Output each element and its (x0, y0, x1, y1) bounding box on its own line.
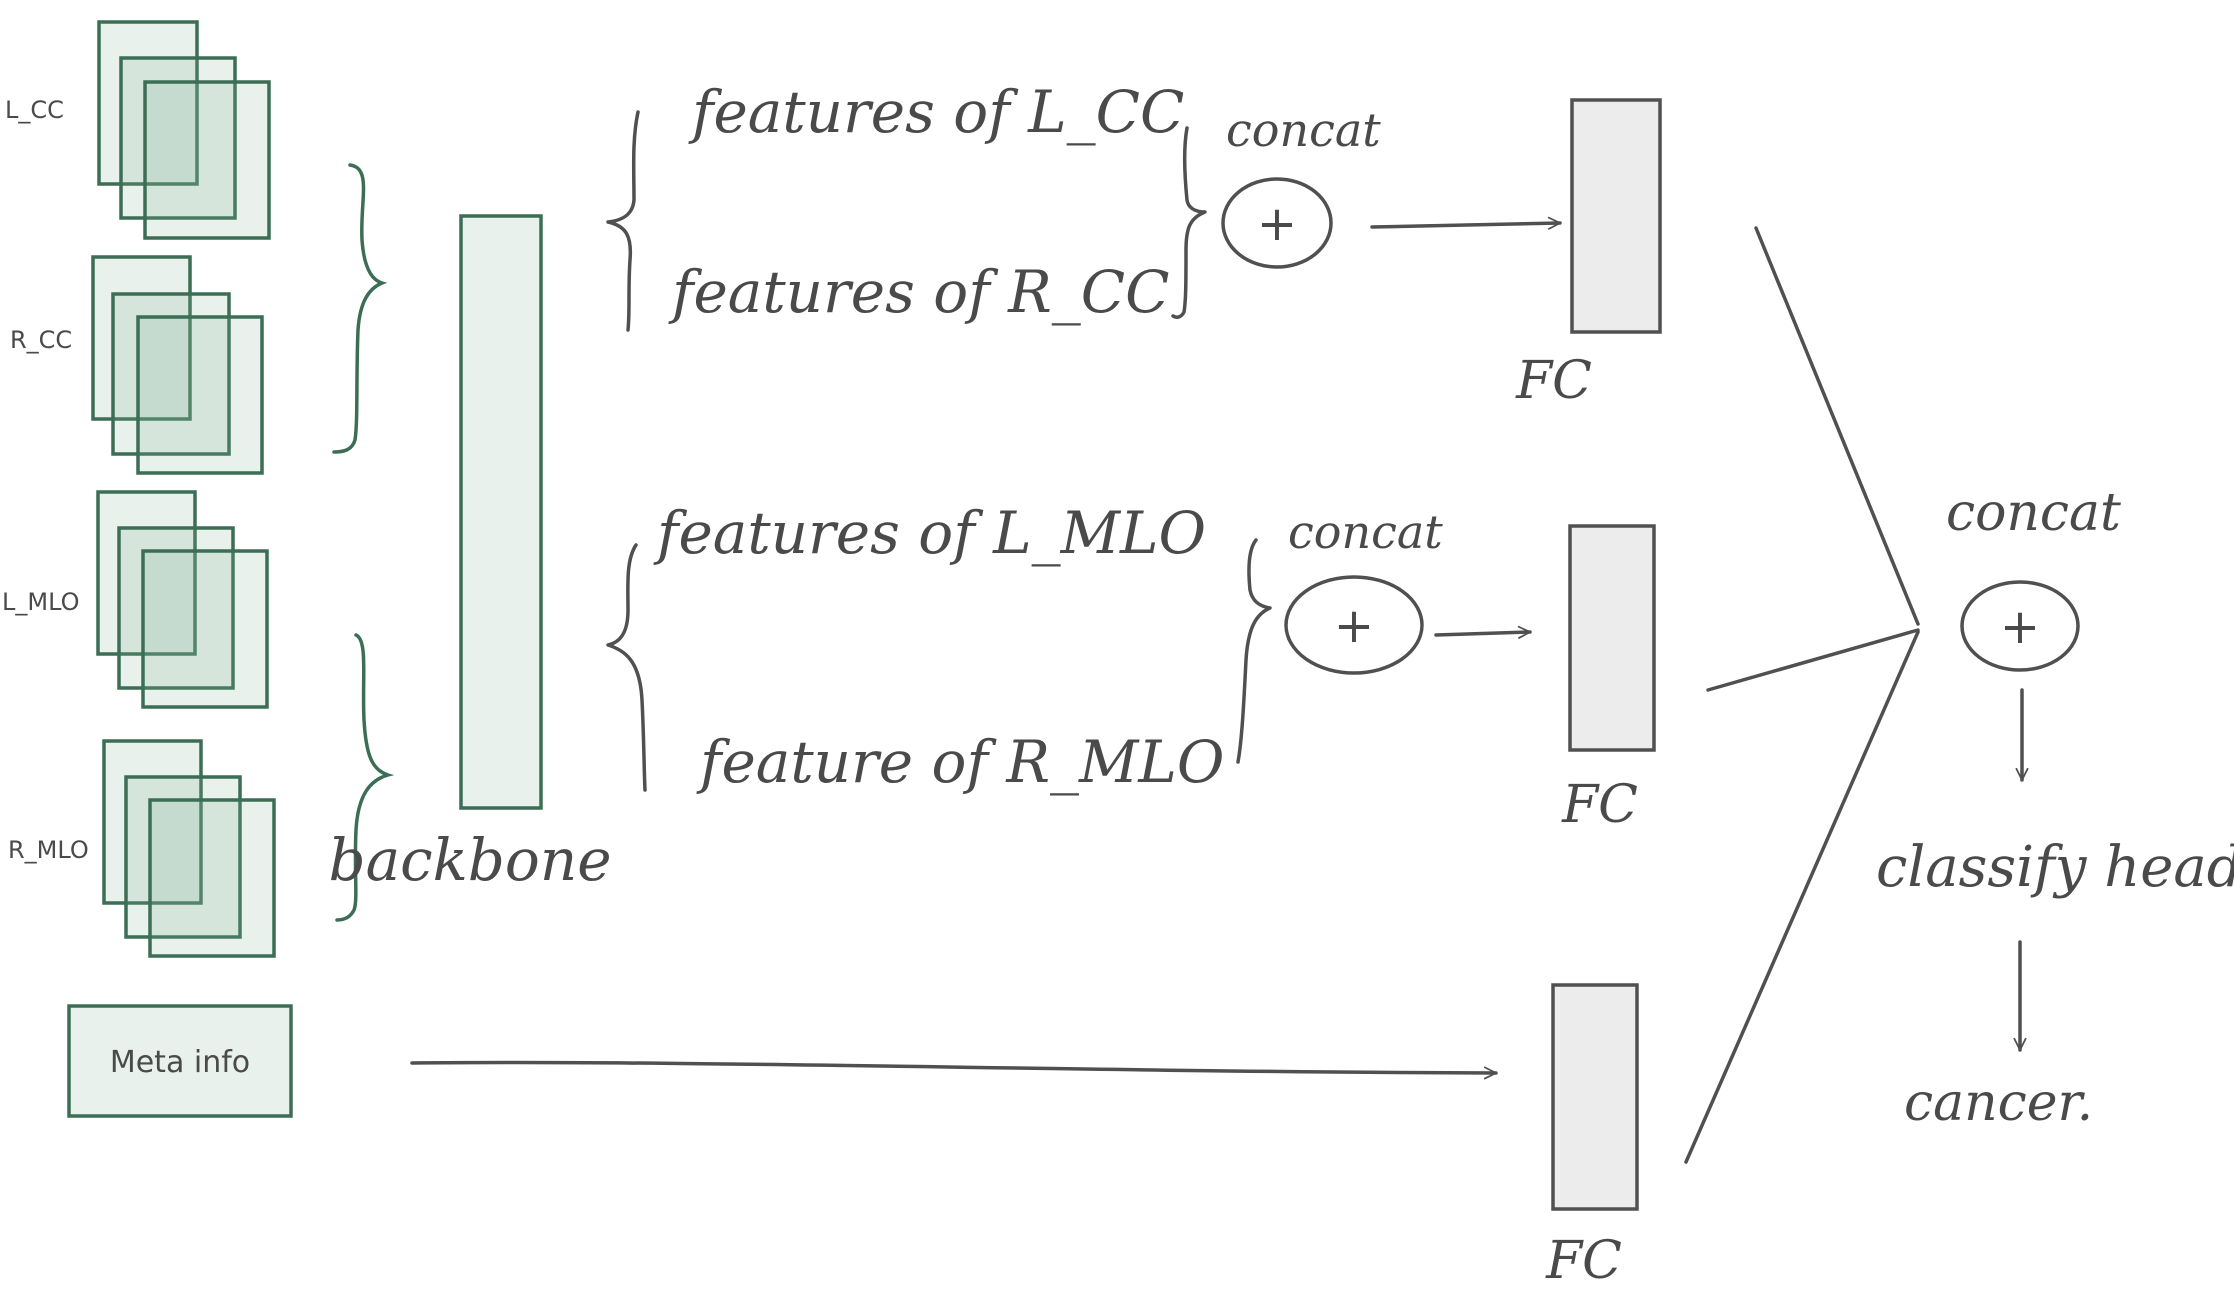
label-l-cc: L_CC (5, 96, 64, 124)
meta-info-label: Meta info (110, 1045, 250, 1080)
meta-info-box (67, 1004, 293, 1118)
cancer-output-label: cancer. (1904, 1073, 2093, 1133)
brace-concat-mlo (1236, 538, 1272, 764)
features-l-mlo-label: features of L_MLO (653, 499, 1206, 567)
brace-mlo-group (335, 633, 395, 922)
fc-block-cc (1570, 98, 1662, 334)
brace-cc-features (606, 110, 640, 332)
concat-mlo-node: + (1284, 575, 1424, 675)
input-stack-r-cc (91, 255, 264, 475)
concat-final-label: concat (1946, 483, 2121, 543)
input-stack-l-mlo (96, 490, 269, 709)
fc-meta-label: FC (1545, 1231, 1622, 1291)
line-fc-cc-to-concat (1754, 226, 1920, 626)
label-r-cc: R_CC (10, 326, 72, 354)
arrow-mlo-to-fc (1434, 632, 1532, 635)
input-stack-r-mlo (102, 739, 276, 958)
features-r-cc-label: features of R_CC (668, 258, 1170, 326)
brace-cc-group (332, 163, 388, 454)
features-l-cc-label: features of L_CC (688, 78, 1184, 146)
fc-mlo-label: FC (1561, 775, 1638, 835)
label-r-mlo: R_MLO (8, 836, 89, 864)
brace-mlo-features (606, 543, 647, 792)
line-fc-meta-to-concat (1684, 630, 1920, 1164)
backbone-label: backbone (328, 826, 611, 894)
concat-cc-node: + (1221, 177, 1333, 269)
label-l-mlo: L_MLO (2, 588, 79, 616)
arrow-cc-to-fc (1370, 223, 1562, 227)
fc-cc-label: FC (1515, 351, 1592, 411)
concat-cc-label: concat (1226, 103, 1381, 157)
fc-block-meta (1551, 983, 1639, 1211)
features-r-mlo-label: feature of R_MLO (696, 728, 1224, 796)
input-stack-l-cc (97, 20, 271, 240)
fc-block-mlo (1568, 524, 1656, 752)
line-fc-mlo-to-concat (1706, 628, 1920, 692)
concat-final-node: + (1960, 580, 2080, 672)
concat-mlo-label: concat (1288, 505, 1443, 559)
svg-text:+: + (2000, 599, 2040, 655)
classify-head-label: classify head (1876, 835, 2234, 900)
svg-text:+: + (1334, 598, 1374, 654)
svg-text:+: + (1257, 196, 1297, 252)
brace-concat-cc (1171, 126, 1207, 319)
backbone-block (459, 214, 543, 810)
arrow-meta-to-fc (410, 1060, 1498, 1073)
